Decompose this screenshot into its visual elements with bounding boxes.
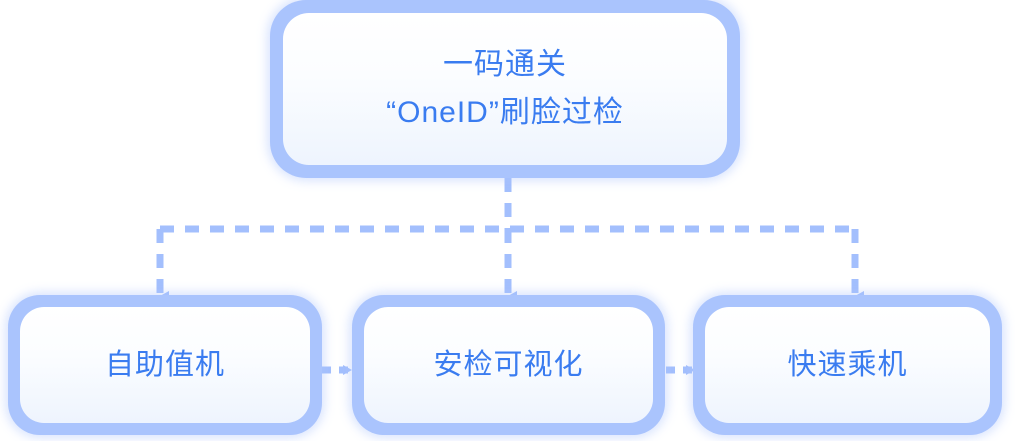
child-node-label: 安检可视化 (433, 348, 584, 381)
child-node-label: 快速乘机 (787, 348, 908, 381)
child-node-self-checkin[interactable]: 自助值机 (8, 295, 322, 435)
child-node-panel: 快速乘机 (705, 307, 990, 423)
child-node-security-visualization[interactable]: 安检可视化 (352, 295, 665, 435)
child-node-panel: 安检可视化 (364, 307, 653, 423)
root-node[interactable]: 一码通关 “OneID”刷脸过检 (270, 0, 740, 178)
root-node-line-2: “OneID”刷脸过检 (386, 96, 624, 129)
root-node-line-1: 一码通关 (443, 48, 567, 81)
child-node-fast-boarding[interactable]: 快速乘机 (693, 295, 1002, 435)
child-node-panel: 自助值机 (20, 307, 310, 423)
child-node-label: 自助值机 (104, 348, 225, 381)
root-node-panel: 一码通关 “OneID”刷脸过检 (283, 13, 727, 165)
